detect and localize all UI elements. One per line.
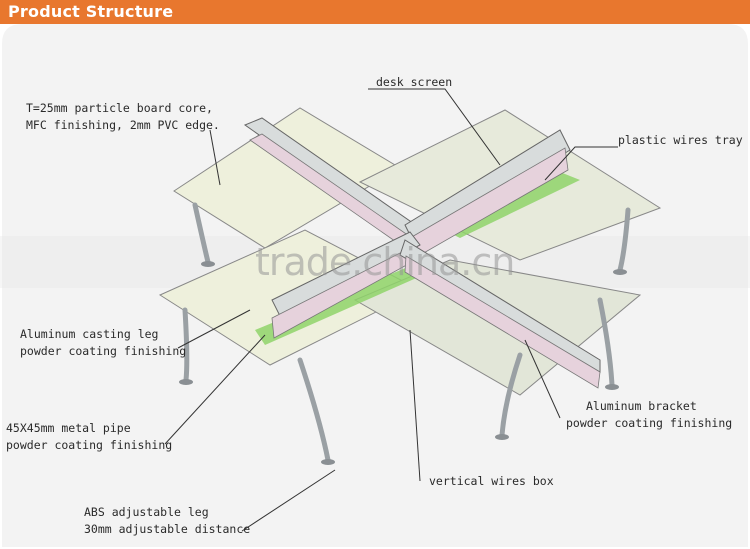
watermark: trade.china.cn (255, 240, 515, 284)
label-pipe-line2: powder coating finishing (6, 438, 173, 452)
header-bar (0, 0, 750, 24)
leg-feet (179, 261, 627, 465)
label-bracket-line1: Aluminum bracket (586, 399, 697, 413)
label-plastic-tray: plastic wires tray (618, 133, 743, 147)
page-title: Product Structure (8, 2, 174, 21)
label-leg-line2: powder coating finishing (20, 344, 187, 358)
label-desk-screen: desk screen (376, 75, 453, 89)
legs (182, 202, 631, 463)
label-abs-line2: 30mm adjustable distance (84, 522, 251, 536)
label-pipe-line1: 45X45mm metal pipe (6, 421, 131, 435)
label-leg-line1: Aluminum casting leg (20, 327, 159, 341)
label-board-line1: T=25mm particle board core, (26, 101, 213, 115)
leader-lines (164, 88, 618, 532)
label-vertical-box: vertical wires box (429, 474, 554, 488)
label-bracket-line2: powder coating finishing (566, 416, 733, 430)
screen-fabric-fr (404, 255, 601, 389)
label-board-line2: MFC finishing, 2mm PVC edge. (26, 118, 220, 132)
screen-diagonal-front (271, 231, 421, 321)
label-abs-line1: ABS adjustable leg (84, 505, 209, 519)
